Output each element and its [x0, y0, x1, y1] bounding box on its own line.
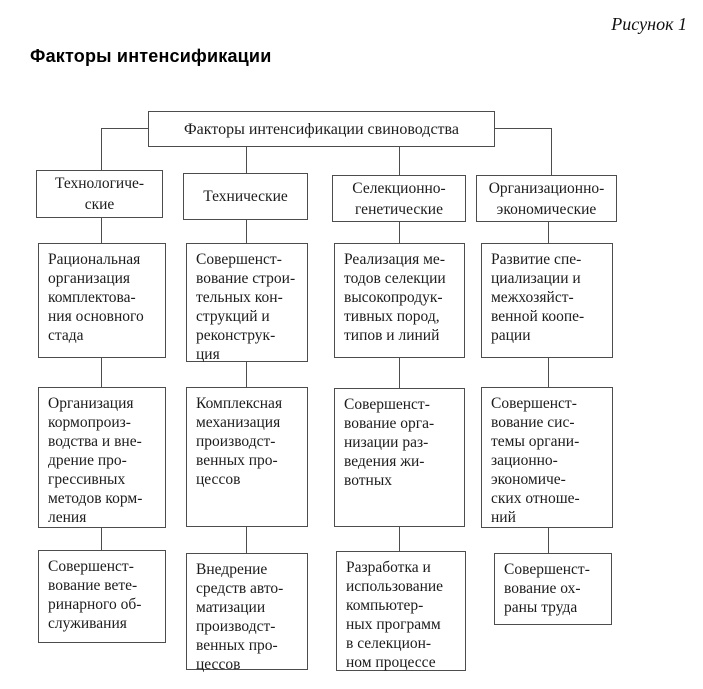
column-header-technological: Технологиче- ские — [36, 170, 163, 218]
connector-line — [246, 220, 247, 243]
factor-box: Реализация ме- тодов селекции высокопрод… — [334, 243, 465, 358]
connector-line — [246, 527, 247, 553]
connector-line — [246, 147, 247, 173]
connector-line — [101, 128, 102, 170]
connector-line — [548, 528, 549, 553]
factor-box: Совершенст- вование строи- тельных кон- … — [186, 243, 308, 363]
root-box: Факторы интенсификации свиноводства — [148, 111, 495, 147]
factor-box: Разработка и использование компьютер- ны… — [336, 551, 466, 671]
page-title: Факторы интенсификации — [30, 46, 272, 66]
column-header-selection-genetic: Селекционно- генетические — [332, 175, 466, 222]
factor-box: Совершенст- вование ох- раны труда — [494, 553, 612, 625]
factor-box: Организация кормопроиз- водства и вне- д… — [38, 387, 166, 528]
connector-line — [551, 128, 552, 175]
connector-line — [399, 222, 400, 243]
connector-line — [101, 218, 102, 243]
connector-line — [495, 128, 552, 129]
connector-line — [246, 362, 247, 387]
factor-box: Совершенст- вование орга- низации раз- в… — [334, 388, 465, 527]
factor-box: Совершенст- вование вете- ринарного об- … — [38, 550, 166, 643]
column-header-technical: Технические — [183, 173, 308, 220]
connector-line — [399, 147, 400, 175]
connector-line — [101, 528, 102, 550]
factor-box: Внедрение средств авто- матизации произв… — [186, 553, 308, 673]
connector-line — [399, 358, 400, 388]
figure-label: Рисунок 1 — [611, 14, 687, 34]
factor-box: Развитие спе- циализации и межхозяйст- в… — [481, 243, 613, 358]
factor-box: Комплексная механизация производст- венн… — [186, 387, 308, 527]
connector-line — [101, 358, 102, 387]
factor-box: Совершенст- вование сис- темы органи- за… — [481, 387, 613, 528]
factor-box: Рациональная организация комплектова- ни… — [38, 243, 166, 358]
connector-line — [399, 527, 400, 551]
connector-line — [548, 222, 549, 243]
connector-line — [548, 358, 549, 387]
connector-line — [101, 128, 148, 129]
column-header-org-economic: Организационно- экономические — [476, 175, 617, 222]
